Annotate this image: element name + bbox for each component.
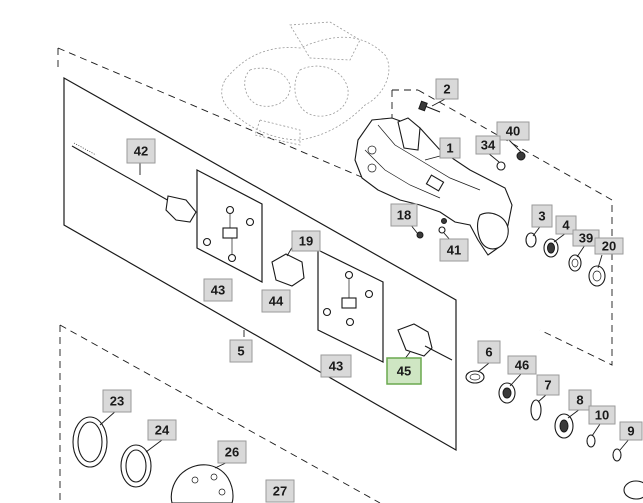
callout-24[interactable]: 24 (147, 419, 177, 441)
callout-5[interactable]: 5 (229, 339, 253, 363)
dashed-frames (57, 47, 613, 503)
ghost-housing-sketch (221, 21, 390, 146)
svg-text:1: 1 (446, 141, 453, 156)
svg-text:6: 6 (485, 345, 492, 360)
callout-40[interactable]: 40 (496, 121, 530, 141)
callout-labels: 2 40 34 1 42 18 41 3 4 39 20 19 43 44 5 … (102, 78, 643, 503)
svg-text:18: 18 (397, 208, 411, 223)
shaft-group-frame (63, 76, 457, 452)
plug-part-40 (516, 151, 526, 161)
stub-shaft-part-45 (397, 323, 453, 361)
svg-text:46: 46 (515, 358, 529, 373)
washer-part-34 (496, 161, 506, 171)
svg-text:43: 43 (211, 283, 225, 298)
callout-10[interactable]: 10 (588, 405, 616, 425)
bearing-stack-upper (525, 232, 606, 287)
u-joint-frame-left (196, 169, 263, 283)
svg-text:27: 27 (273, 484, 287, 499)
callout-19[interactable]: 19 (291, 230, 321, 252)
bolt-part-2 (418, 100, 441, 113)
svg-text:7: 7 (544, 378, 551, 393)
callout-34[interactable]: 34 (475, 135, 501, 155)
svg-text:19: 19 (299, 234, 313, 249)
u-joint-right (322, 270, 374, 327)
callout-23[interactable]: 23 (102, 389, 132, 413)
callout-43-right[interactable]: 43 (320, 354, 352, 378)
callout-43-left[interactable]: 43 (203, 278, 233, 302)
svg-text:4: 4 (562, 218, 570, 233)
hub-part-26 (170, 464, 234, 503)
svg-text:3: 3 (538, 209, 545, 224)
svg-text:41: 41 (447, 243, 461, 258)
fitting-part-18 (416, 231, 424, 239)
callout-8[interactable]: 8 (568, 389, 592, 411)
seal-rings-lower (72, 416, 152, 488)
svg-text:40: 40 (506, 124, 520, 139)
svg-text:43: 43 (329, 359, 343, 374)
svg-text:9: 9 (627, 424, 634, 439)
fitting-part-41b (441, 218, 447, 224)
svg-text:44: 44 (269, 294, 284, 309)
u-joint-frame-right (317, 249, 384, 363)
svg-text:24: 24 (155, 423, 170, 438)
svg-text:26: 26 (225, 445, 239, 460)
callout-4[interactable]: 4 (555, 215, 577, 235)
callout-45[interactable]: 45 (386, 357, 422, 385)
svg-text:23: 23 (110, 394, 124, 409)
bearing-stack-lower (465, 370, 643, 500)
callout-41[interactable]: 41 (439, 238, 469, 262)
callout-46[interactable]: 46 (507, 355, 537, 375)
callout-20[interactable]: 20 (594, 237, 624, 255)
svg-text:45: 45 (397, 364, 411, 379)
svg-text:5: 5 (237, 344, 244, 359)
callout-3[interactable]: 3 (531, 204, 553, 228)
washer-part-41 (438, 226, 446, 234)
axle-housing (354, 117, 513, 256)
callout-26[interactable]: 26 (217, 440, 247, 464)
callout-7[interactable]: 7 (536, 374, 560, 396)
svg-text:2: 2 (443, 82, 450, 97)
callout-2[interactable]: 2 (435, 78, 459, 100)
svg-text:39: 39 (579, 231, 593, 246)
axle-shaft-part-42 (71, 142, 197, 223)
callout-42[interactable]: 42 (126, 138, 156, 164)
svg-text:42: 42 (134, 144, 148, 159)
callout-27[interactable]: 27 (265, 479, 295, 503)
yoke-part-44 (271, 253, 305, 287)
callout-18[interactable]: 18 (390, 203, 418, 227)
callout-9[interactable]: 9 (619, 421, 643, 441)
svg-text:20: 20 (602, 239, 616, 254)
svg-text:8: 8 (576, 393, 583, 408)
svg-text:10: 10 (595, 408, 609, 423)
callout-6[interactable]: 6 (477, 340, 501, 364)
callout-1[interactable]: 1 (439, 137, 461, 159)
svg-text:34: 34 (481, 138, 496, 153)
u-joint-left (202, 205, 255, 263)
callout-44[interactable]: 44 (261, 289, 291, 313)
